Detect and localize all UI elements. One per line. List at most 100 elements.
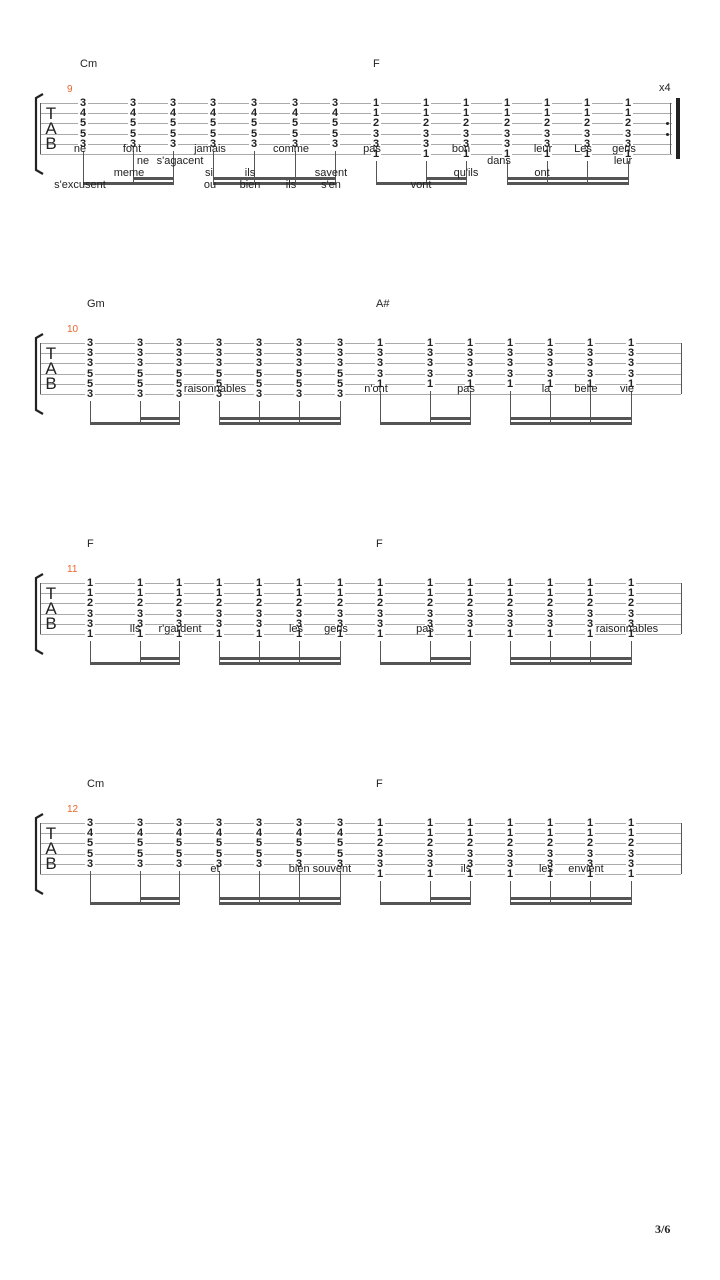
beam-primary	[507, 182, 629, 185]
fret-number: 5	[214, 367, 224, 380]
fret-number: 1	[626, 868, 636, 880]
tab-string-line	[40, 383, 681, 385]
fret-number: 3	[335, 388, 345, 400]
fret-number: 5	[330, 117, 340, 130]
fret-number: 3	[168, 137, 178, 150]
fret-number: 1	[542, 107, 552, 120]
fret-number: 5	[254, 367, 264, 380]
measure-number: 12	[67, 804, 79, 815]
fret-number: 5	[135, 847, 145, 860]
lyric-word: leur	[613, 155, 633, 167]
fret-number: 5	[135, 837, 145, 850]
fret-number: 1	[465, 587, 475, 600]
fret-number: 3	[425, 607, 435, 620]
fret-number: 1	[214, 587, 224, 600]
lyric-word: raisonnables	[595, 623, 659, 635]
fret-number: 5	[249, 117, 259, 130]
note-stem	[179, 870, 180, 903]
fret-number: 1	[465, 377, 475, 390]
fret-number: 3	[623, 127, 633, 140]
fret-number: 3	[254, 357, 264, 370]
repeat-dot	[666, 132, 669, 136]
fret-number: 1	[505, 817, 515, 829]
beam-primary	[510, 662, 632, 665]
fret-number: 1	[425, 577, 435, 589]
fret-number: 4	[214, 827, 224, 840]
fret-number: 2	[335, 597, 345, 610]
fret-number: 1	[425, 377, 435, 390]
fret-number: 1	[375, 337, 385, 349]
fret-number: 1	[421, 97, 431, 109]
lyric-word: ou	[203, 179, 217, 191]
fret-number: 3	[135, 337, 145, 349]
note-stem	[179, 401, 180, 423]
fret-number: 1	[174, 587, 184, 600]
fret-number: 2	[623, 117, 633, 130]
fret-number: 2	[174, 597, 184, 610]
fret-number: 5	[254, 847, 264, 860]
fret-number: 3	[375, 607, 385, 620]
fret-number: 5	[174, 377, 184, 390]
beam-primary	[90, 422, 180, 425]
note-stem	[90, 870, 91, 903]
fret-number: 3	[335, 607, 345, 620]
note-stem	[335, 150, 336, 183]
fret-number: 1	[545, 817, 555, 829]
tab-clef-letter: T	[45, 344, 57, 363]
fret-number: 3	[174, 388, 184, 400]
note-stem	[590, 881, 591, 903]
fret-number: 3	[85, 388, 95, 400]
repeat-dot	[666, 122, 669, 126]
fret-number: 3	[425, 357, 435, 370]
fret-number: 3	[335, 347, 345, 360]
fret-number: 3	[330, 137, 340, 150]
fret-number: 1	[254, 577, 264, 589]
fret-number: 4	[294, 827, 304, 840]
fret-number: 1	[214, 577, 224, 589]
tab-clef-letter: B	[45, 854, 57, 873]
beam-primary	[90, 902, 180, 905]
fret-number: 3	[545, 357, 555, 370]
fret-number: 1	[254, 628, 264, 640]
fret-number: 3	[135, 817, 145, 829]
note-stem	[550, 390, 551, 423]
fret-number: 5	[85, 837, 95, 850]
lyric-word: gens	[324, 623, 348, 635]
fret-number: 3	[375, 847, 385, 860]
fret-number: 5	[85, 847, 95, 860]
lyric-word: vont	[410, 179, 432, 191]
fret-number: 1	[375, 577, 385, 589]
fret-number: 3	[545, 367, 555, 380]
note-stem	[510, 641, 511, 663]
fret-number: 3	[249, 97, 259, 109]
fret-number: 3	[214, 617, 224, 630]
fret-number: 2	[465, 597, 475, 610]
note-stem	[83, 150, 84, 183]
fret-number: 3	[425, 847, 435, 860]
barline-end	[681, 823, 682, 874]
fret-number: 1	[425, 868, 435, 880]
fret-number: 1	[585, 817, 595, 829]
tab-string-line	[40, 103, 672, 104]
beam-secondary	[510, 897, 632, 900]
fret-number: 3	[254, 347, 264, 360]
lyric-word: envient	[568, 863, 604, 875]
fret-number: 3	[135, 857, 145, 870]
fret-number: 1	[174, 628, 184, 640]
fret-number: 3	[505, 847, 515, 860]
fret-number: 1	[626, 827, 636, 840]
fret-number: 3	[626, 847, 636, 860]
fret-number: 1	[505, 577, 515, 589]
beam-secondary	[219, 657, 341, 660]
fret-number: 3	[465, 367, 475, 380]
fret-number: 5	[330, 127, 340, 140]
fret-number: 1	[85, 577, 95, 589]
fret-number: 3	[335, 357, 345, 370]
fret-number: 5	[208, 127, 218, 140]
fret-number: 1	[425, 337, 435, 349]
fret-number: 3	[294, 337, 304, 349]
beam-primary	[219, 662, 341, 665]
fret-number: 1	[585, 868, 595, 880]
beam-primary	[510, 902, 632, 905]
tab-string-line	[40, 874, 681, 875]
